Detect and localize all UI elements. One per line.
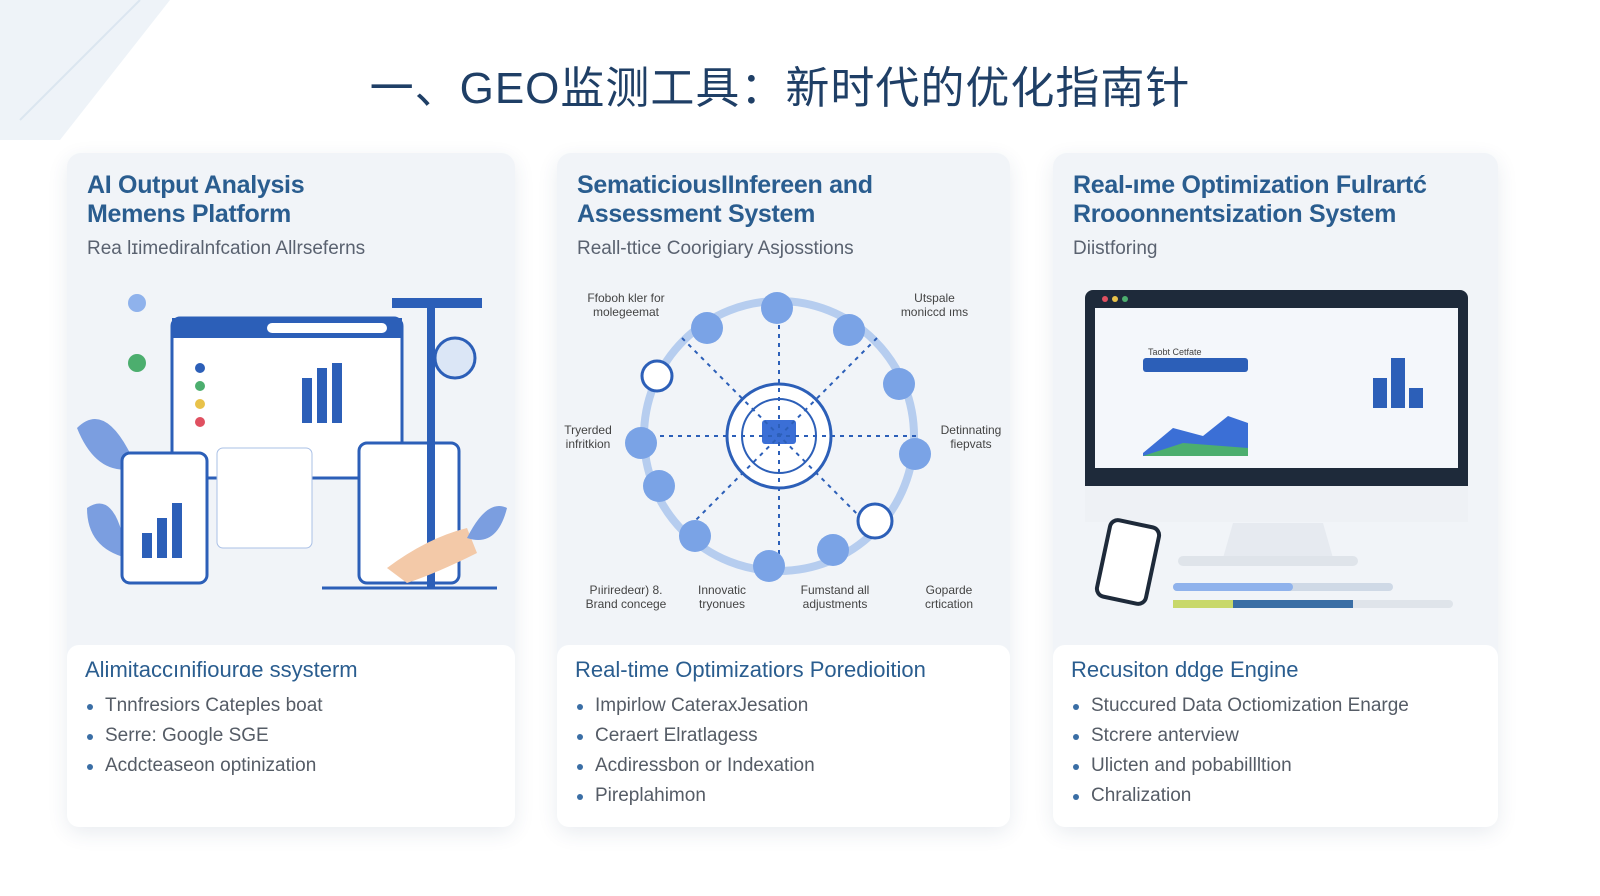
feature-bullet: Stcrere anterview	[1071, 721, 1480, 751]
analytics-dashboard-illustration	[77, 294, 507, 590]
diagram-label: Goparde crtication	[924, 583, 974, 611]
card-subtitle: Reall-ttice Coorigiary Asjosstions	[577, 238, 854, 259]
feature-title: Recusiton ddge Engine	[1071, 657, 1299, 682]
diagram-label: Innovatic tryonues	[697, 583, 747, 611]
card-feature-panel: Real-time Optimizatiors Poredioition Imp…	[557, 645, 1010, 827]
feature-bullet: Pireplahimon	[575, 781, 992, 811]
feature-bullet: Acdiressbon or Indexation	[575, 751, 992, 781]
monitor-widget-label: Taobt Cetfate	[1148, 347, 1202, 357]
feature-bullet: Chralization	[1071, 781, 1480, 811]
diagram-label: Pıiriredeαr) 8. Brand concege	[585, 583, 667, 611]
feature-bullet: Ceraert Elratlagess	[575, 721, 992, 751]
diagram-label: Utspale moniccd ıms	[900, 291, 969, 319]
card-subtitle: Diistforing	[1073, 238, 1158, 259]
page-title: 一、GEO监测工具：新时代的优化指南针	[369, 64, 1191, 113]
card-subtitle: Rea lɪimediralnfcation Allrseferns	[87, 238, 366, 259]
feature-title: Real-time Optimizatiors Poredioition	[575, 657, 926, 682]
feature-bullet: Stuccured Data Octiomization Enarge	[1071, 691, 1480, 721]
network-hub-diagram	[625, 292, 931, 582]
diagram-label: Detinnating fiepvats	[940, 423, 1002, 451]
feature-bullet: Ulicten and pobabillltion	[1071, 751, 1480, 781]
feature-bullet: Impirlow CateraxJesation	[575, 691, 992, 721]
monitor-dashboard-illustration	[1085, 290, 1468, 608]
feature-bullet: Tnnfresiors Cateples boat	[85, 691, 497, 721]
feature-bullet: Acdcteaseon optinization	[85, 751, 497, 781]
diagram-label: Tryerded infritkion	[564, 423, 612, 451]
card-feature-panel: Alimitaccınifiourɑe ssysterm Tnnfresiors…	[67, 645, 515, 827]
feature-title: Alimitaccınifiourɑe ssysterm	[85, 657, 358, 682]
diagram-label: Fumstand all adjustments	[800, 583, 870, 611]
background-decoration	[0, 0, 170, 140]
feature-bullet: Serre: Google SGE	[85, 721, 497, 751]
card-feature-panel: Recusiton ddge Engine Stuccured Data Oct…	[1053, 645, 1498, 827]
diagram-label: Ffoboh kler for molegeemat	[587, 291, 665, 319]
